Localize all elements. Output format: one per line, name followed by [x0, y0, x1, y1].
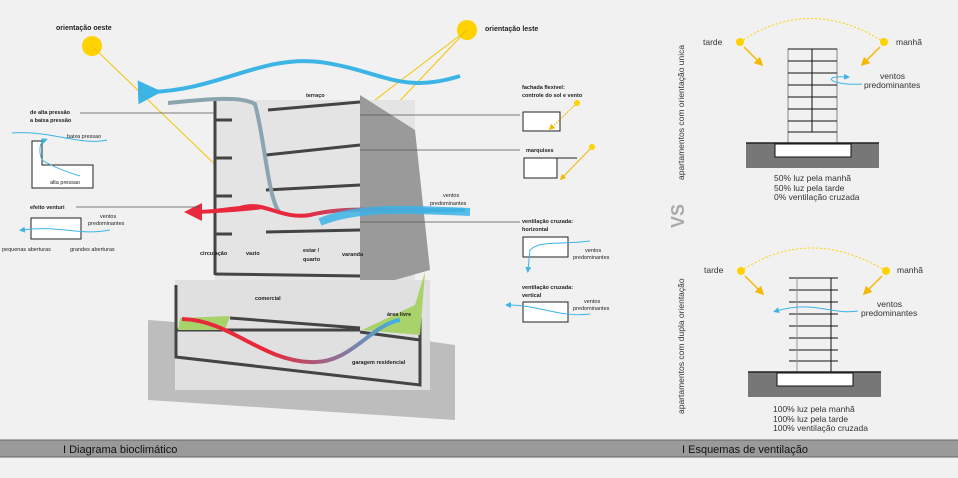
high-pressure-label: alta pressao — [50, 180, 80, 186]
label-circulation: circulação — [200, 251, 228, 257]
sun-icon — [736, 38, 744, 46]
single-orientation-scheme: tarde manhã ventos predominantes 50% luz… — [703, 18, 922, 202]
facade-title-1: fachada flexível: — [522, 85, 565, 91]
wind-flow-stack — [167, 96, 282, 215]
dual-orientation-title: apartamentos com dupla orientação — [676, 278, 686, 414]
label-void: vazio — [246, 251, 260, 257]
wind-label-2: predominantes — [864, 80, 920, 90]
wind-flow-garage — [181, 317, 401, 365]
wind-label-2: predominantes — [861, 308, 917, 318]
single-orientation-title: apartamentos com orientação unica — [676, 45, 686, 180]
low-pressure-label: baixa pressao — [67, 134, 101, 140]
building-labels: terraço circulação vazio estar / quarto … — [200, 93, 467, 366]
cross-v-wind-1: ventos — [584, 299, 600, 305]
facade-title-2: controle do sol e vento — [522, 93, 583, 99]
footer-left-title: I Diagrama bioclimático — [63, 444, 177, 456]
morning-label: manhã — [896, 37, 922, 47]
stat-1: 100% luz pela manhã — [773, 404, 855, 414]
morning-label: manhã — [897, 265, 923, 275]
sun-icon — [737, 267, 745, 275]
footer-bar: I Diagrama bioclimático I Esquemas de ve… — [0, 439, 958, 458]
cross-h-wind-2: predominantes — [573, 255, 610, 261]
large-openings-label: grandes aberturas — [70, 247, 115, 253]
venturi-title: efeito venturi — [30, 205, 65, 211]
pressure-title-1: de alta pressão — [30, 110, 71, 116]
cross-v-title-1: ventilação cruzada: — [522, 285, 573, 291]
label-living-2: quarto — [303, 257, 321, 263]
wind-label-1: ventos — [877, 299, 902, 309]
building-section — [174, 95, 430, 390]
sun-west: orientação oeste — [56, 25, 112, 56]
small-openings-label: pequenas aberturas — [2, 247, 51, 253]
venturi-inset: efeito venturi ventos predominantes pequ… — [2, 205, 125, 253]
cross-v-wind-2: predominantes — [573, 306, 610, 312]
venturi-wind-1: ventos — [100, 214, 116, 220]
stat-3: 100% ventilação cruzada — [773, 423, 868, 433]
stat-2: 50% luz pela tarde — [774, 183, 845, 193]
sun-icon — [882, 267, 890, 275]
pressure-title-2: a baixa pressão — [30, 118, 72, 124]
sun-east: orientação leste — [457, 20, 538, 40]
sun-icon — [880, 38, 888, 46]
stat-1: 50% luz pela manhã — [774, 173, 851, 183]
sun-east-label: orientação leste — [485, 26, 538, 33]
ground-plane — [148, 320, 455, 420]
cross-v-inset: ventilação cruzada: vertical ventos pred… — [505, 285, 610, 323]
label-free-area: área livre — [387, 312, 411, 318]
afternoon-label: tarde — [704, 265, 724, 275]
label-garage: garagem residencial — [352, 360, 406, 366]
canopies-title: marquises — [526, 148, 554, 154]
venturi-wind-2: predominantes — [88, 221, 125, 227]
wind-flow-main — [318, 205, 471, 226]
vs-label: VS — [668, 204, 688, 228]
cross-h-title-2: horizontal — [522, 227, 549, 233]
cross-h-inset: ventilação cruzada: horizontal ventos pr… — [522, 219, 610, 273]
label-wind-2: predominantes — [430, 201, 467, 207]
stat-2: 100% luz pela tarde — [773, 414, 848, 424]
label-balcony: varanda — [342, 252, 364, 258]
sun-west-label: orientação oeste — [56, 25, 112, 32]
label-terrace: terraço — [306, 93, 325, 99]
label-wind-1: ventos — [443, 193, 459, 199]
canopies-inset: marquises — [523, 144, 595, 181]
cross-h-wind-1: ventos — [585, 248, 601, 254]
cross-v-title-2: vertical — [522, 293, 542, 299]
callout-lines — [76, 112, 520, 223]
label-commercial: comercial — [255, 296, 281, 302]
afternoon-label: tarde — [703, 37, 723, 47]
facade-inset: fachada flexível: controle do sol e vent… — [522, 85, 583, 132]
cross-h-title-1: ventilação cruzada: — [522, 219, 573, 225]
dual-orientation-scheme: tarde manhã ventos predominantes 100% lu… — [704, 247, 923, 433]
wind-flow-venturi-out — [184, 202, 261, 221]
pressure-inset: de alta pressão a baixa pressão baixa pr… — [11, 110, 108, 189]
wind-flow-roof — [137, 59, 461, 105]
label-living-1: estar / — [303, 248, 320, 254]
stat-3: 0% ventilação cruzada — [774, 192, 860, 202]
wind-label-1: ventos — [880, 71, 905, 81]
footer-right-title: I Esquemas de ventilação — [682, 444, 808, 456]
